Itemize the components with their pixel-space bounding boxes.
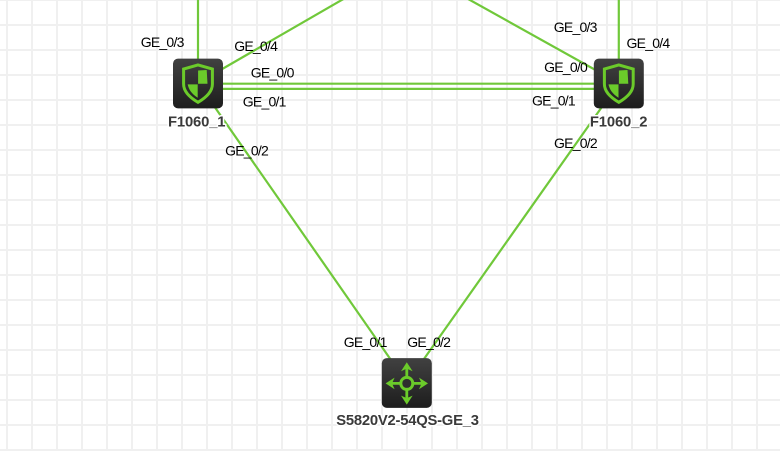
svg-text:GE_0/0: GE_0/0: [251, 65, 295, 81]
svg-text:GE_0/2: GE_0/2: [225, 143, 269, 159]
svg-text:GE_0/3: GE_0/3: [554, 19, 598, 35]
svg-text:GE_0/2: GE_0/2: [554, 135, 598, 151]
svg-text:GE_0/1: GE_0/1: [532, 92, 576, 108]
svg-text:GE_0/1: GE_0/1: [344, 334, 388, 350]
svg-text:GE_0/0: GE_0/0: [544, 59, 588, 75]
svg-text:GE_0/1: GE_0/1: [243, 93, 287, 109]
svg-text:GE_0/2: GE_0/2: [407, 334, 451, 350]
svg-text:F1060_2: F1060_2: [590, 114, 647, 130]
svg-text:F1060_1: F1060_1: [168, 114, 225, 130]
svg-text:S5820V2-54QS-GE_3: S5820V2-54QS-GE_3: [336, 413, 478, 429]
svg-text:GE_0/3: GE_0/3: [141, 34, 185, 50]
svg-text:GE_0/4: GE_0/4: [234, 38, 278, 54]
svg-text:GE_0/4: GE_0/4: [627, 35, 671, 51]
